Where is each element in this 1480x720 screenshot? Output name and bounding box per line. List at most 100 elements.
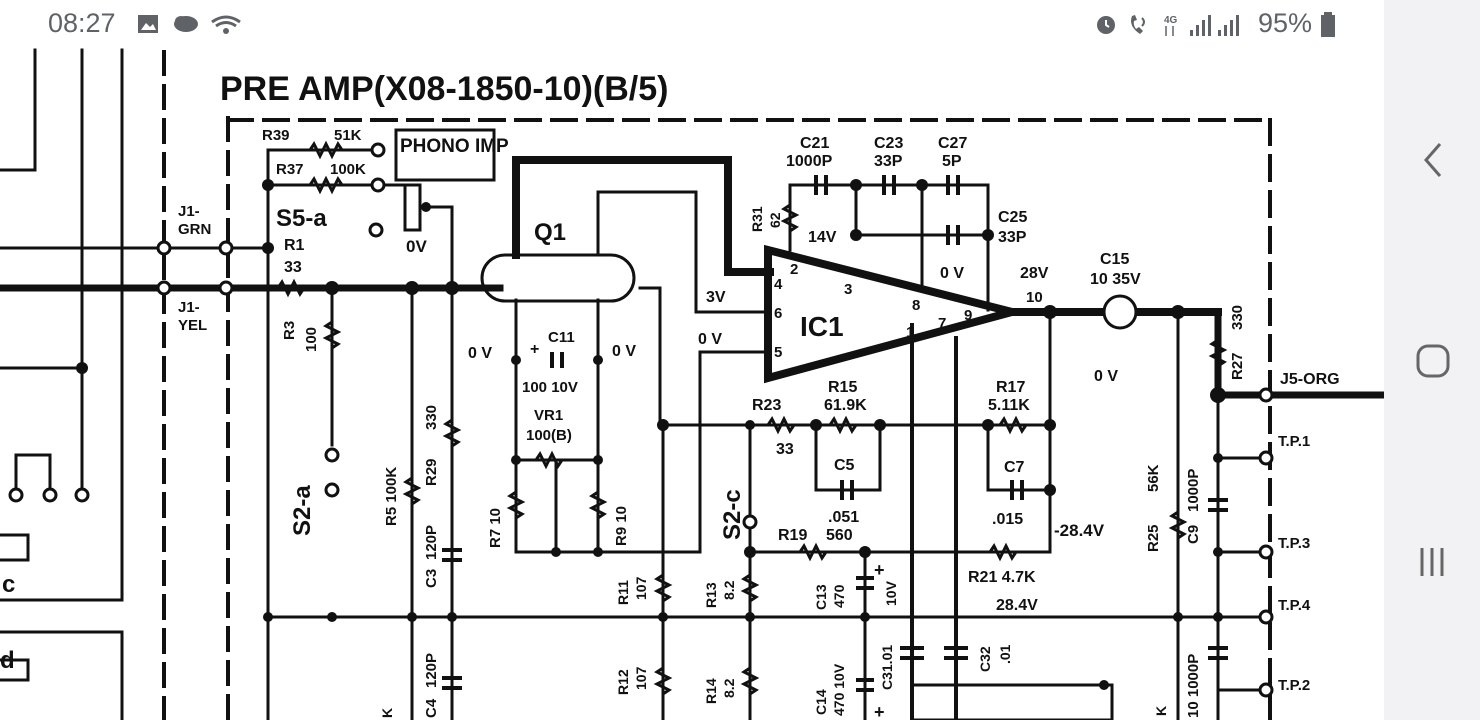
- r27-value: 330: [1229, 305, 1246, 330]
- r23-value: 33: [776, 441, 794, 458]
- home-button[interactable]: [1402, 330, 1462, 390]
- j1grn-label-1: J1-: [178, 203, 200, 220]
- ic1-label: IC1: [800, 311, 844, 342]
- r37-value: 100K: [330, 161, 366, 178]
- zero-v-3: 0 V: [698, 331, 722, 348]
- r14-value: 8.2: [721, 678, 737, 698]
- c25-value: 33P: [998, 229, 1027, 246]
- c7-value: .015: [992, 511, 1023, 528]
- r25-value: 56K: [1145, 464, 1162, 492]
- c3-label: C3: [423, 569, 440, 588]
- r1-value: 33: [284, 259, 302, 276]
- j1grn-label-2: GRN: [178, 221, 211, 238]
- r39-label: R39: [262, 127, 290, 144]
- recents-button[interactable]: [1402, 532, 1462, 592]
- q1-transistor: [480, 253, 636, 303]
- phono-imp-label-1: PHONO IMP: [400, 136, 509, 157]
- wifi-calling-icon: [1131, 15, 1145, 34]
- c21-label: C21: [800, 135, 829, 152]
- s5a-label: S5-a: [276, 205, 327, 232]
- r1-label: R1: [284, 237, 305, 254]
- c15-capacitor: [1102, 294, 1138, 330]
- schematic-diagram: PRE AMP(X08-1850-10)(B/5) PHONO IMP R39 …: [0, 48, 1384, 720]
- r3-value: 100: [303, 327, 320, 352]
- recents-icon: [1420, 548, 1444, 576]
- c4-label: C4: [423, 698, 440, 718]
- r17-value: 5.11K: [988, 397, 1030, 414]
- c21-value: 1000P: [786, 153, 833, 170]
- zero-v-4: 0 V: [468, 345, 492, 362]
- wifi-icon: [211, 15, 241, 34]
- r3-label: R3: [281, 321, 298, 340]
- c7-label: C7: [1004, 459, 1025, 476]
- status-right-icons: 4G: [1097, 15, 1239, 36]
- status-left-icons: [138, 15, 241, 34]
- tp2-label: T.P.2: [1278, 677, 1310, 694]
- zero-v-2: 0 V: [940, 265, 964, 282]
- c11-label: C11: [548, 329, 575, 346]
- c32-label: C32: [977, 646, 993, 672]
- c27-value: 5P: [942, 153, 962, 170]
- j1yel-label-1: J1-: [178, 299, 200, 316]
- s2a-label: S2-a: [289, 485, 316, 536]
- cloud-icon: [174, 16, 198, 32]
- c14-label: C14: [813, 689, 829, 715]
- ic1-pin-1: 1: [906, 324, 914, 341]
- c10-label: 10 1000P: [1185, 654, 1202, 718]
- j5-label: J5-ORG: [1280, 371, 1340, 388]
- c11-value: 100 10V: [522, 379, 578, 396]
- r19-label: R19: [778, 527, 807, 544]
- r13-value: 8.2: [721, 580, 737, 600]
- c13-value: 470: [831, 584, 847, 608]
- ic1-pin-2: 2: [790, 261, 798, 278]
- 4g-icon: 4G: [1164, 15, 1178, 36]
- image-icon: [138, 15, 158, 33]
- r29-value: 330: [423, 405, 440, 430]
- ic1-opamp: [764, 244, 1028, 384]
- left-fragment-c: c: [2, 571, 15, 598]
- phono-imp-box: [394, 128, 496, 182]
- status-time: 08:27: [48, 8, 116, 38]
- zero-v-6: 0 V: [1094, 368, 1118, 385]
- c5-label: C5: [834, 457, 855, 474]
- back-button[interactable]: [1402, 130, 1462, 190]
- r12-value: 107: [633, 666, 649, 690]
- ic1-pin-6: 6: [774, 305, 782, 322]
- ic1-pin-5: 5: [774, 344, 782, 361]
- r25-label: R25: [1145, 524, 1162, 552]
- c25-label: C25: [998, 209, 1027, 226]
- r14-label: R14: [703, 678, 719, 704]
- ic1-pin-10: 10: [1026, 289, 1043, 306]
- r13-label: R13: [703, 582, 719, 608]
- r11-label: R11: [615, 580, 631, 605]
- signal-icon: [1190, 15, 1211, 36]
- vr1-value: 100(B): [526, 427, 572, 444]
- c27-label: C27: [938, 135, 967, 152]
- r15-label: R15: [828, 379, 857, 396]
- v14-label: 14V: [808, 229, 837, 246]
- c13-voltage: 10V: [883, 580, 899, 606]
- c9-value: 1000P: [1185, 469, 1202, 512]
- r31-value: 62: [767, 212, 783, 228]
- r29-label: R29: [423, 458, 440, 486]
- r15-value: 61.9K: [824, 397, 867, 414]
- ic1-pin-7: 7: [938, 315, 946, 332]
- v3-label: 3V: [706, 289, 726, 306]
- r37-label: R37: [276, 161, 304, 178]
- r9-label: R9 10: [613, 506, 630, 546]
- r27-label: R27: [1229, 352, 1246, 380]
- c15-value: 10 35V: [1090, 271, 1141, 288]
- c31-label: C31.01: [879, 645, 895, 690]
- r31-label: R31: [749, 206, 765, 232]
- zero-v-1: 0V: [406, 237, 427, 256]
- v28-label: 28V: [1020, 265, 1049, 282]
- schematic-labels: PRE AMP(X08-1850-10)(B/5) PHONO IMP R39 …: [0, 70, 1340, 720]
- r5-label: R5 100K: [383, 467, 400, 526]
- pos-28-4v-label: 28.4V: [996, 597, 1038, 614]
- alarm-icon: [1097, 16, 1115, 34]
- c13-label: C13: [813, 584, 829, 610]
- r39-value: 51K: [334, 127, 362, 144]
- c13-plus: +: [874, 560, 885, 580]
- left-fragment-d: d: [0, 647, 15, 674]
- ic1-pin-9: 9: [964, 307, 972, 324]
